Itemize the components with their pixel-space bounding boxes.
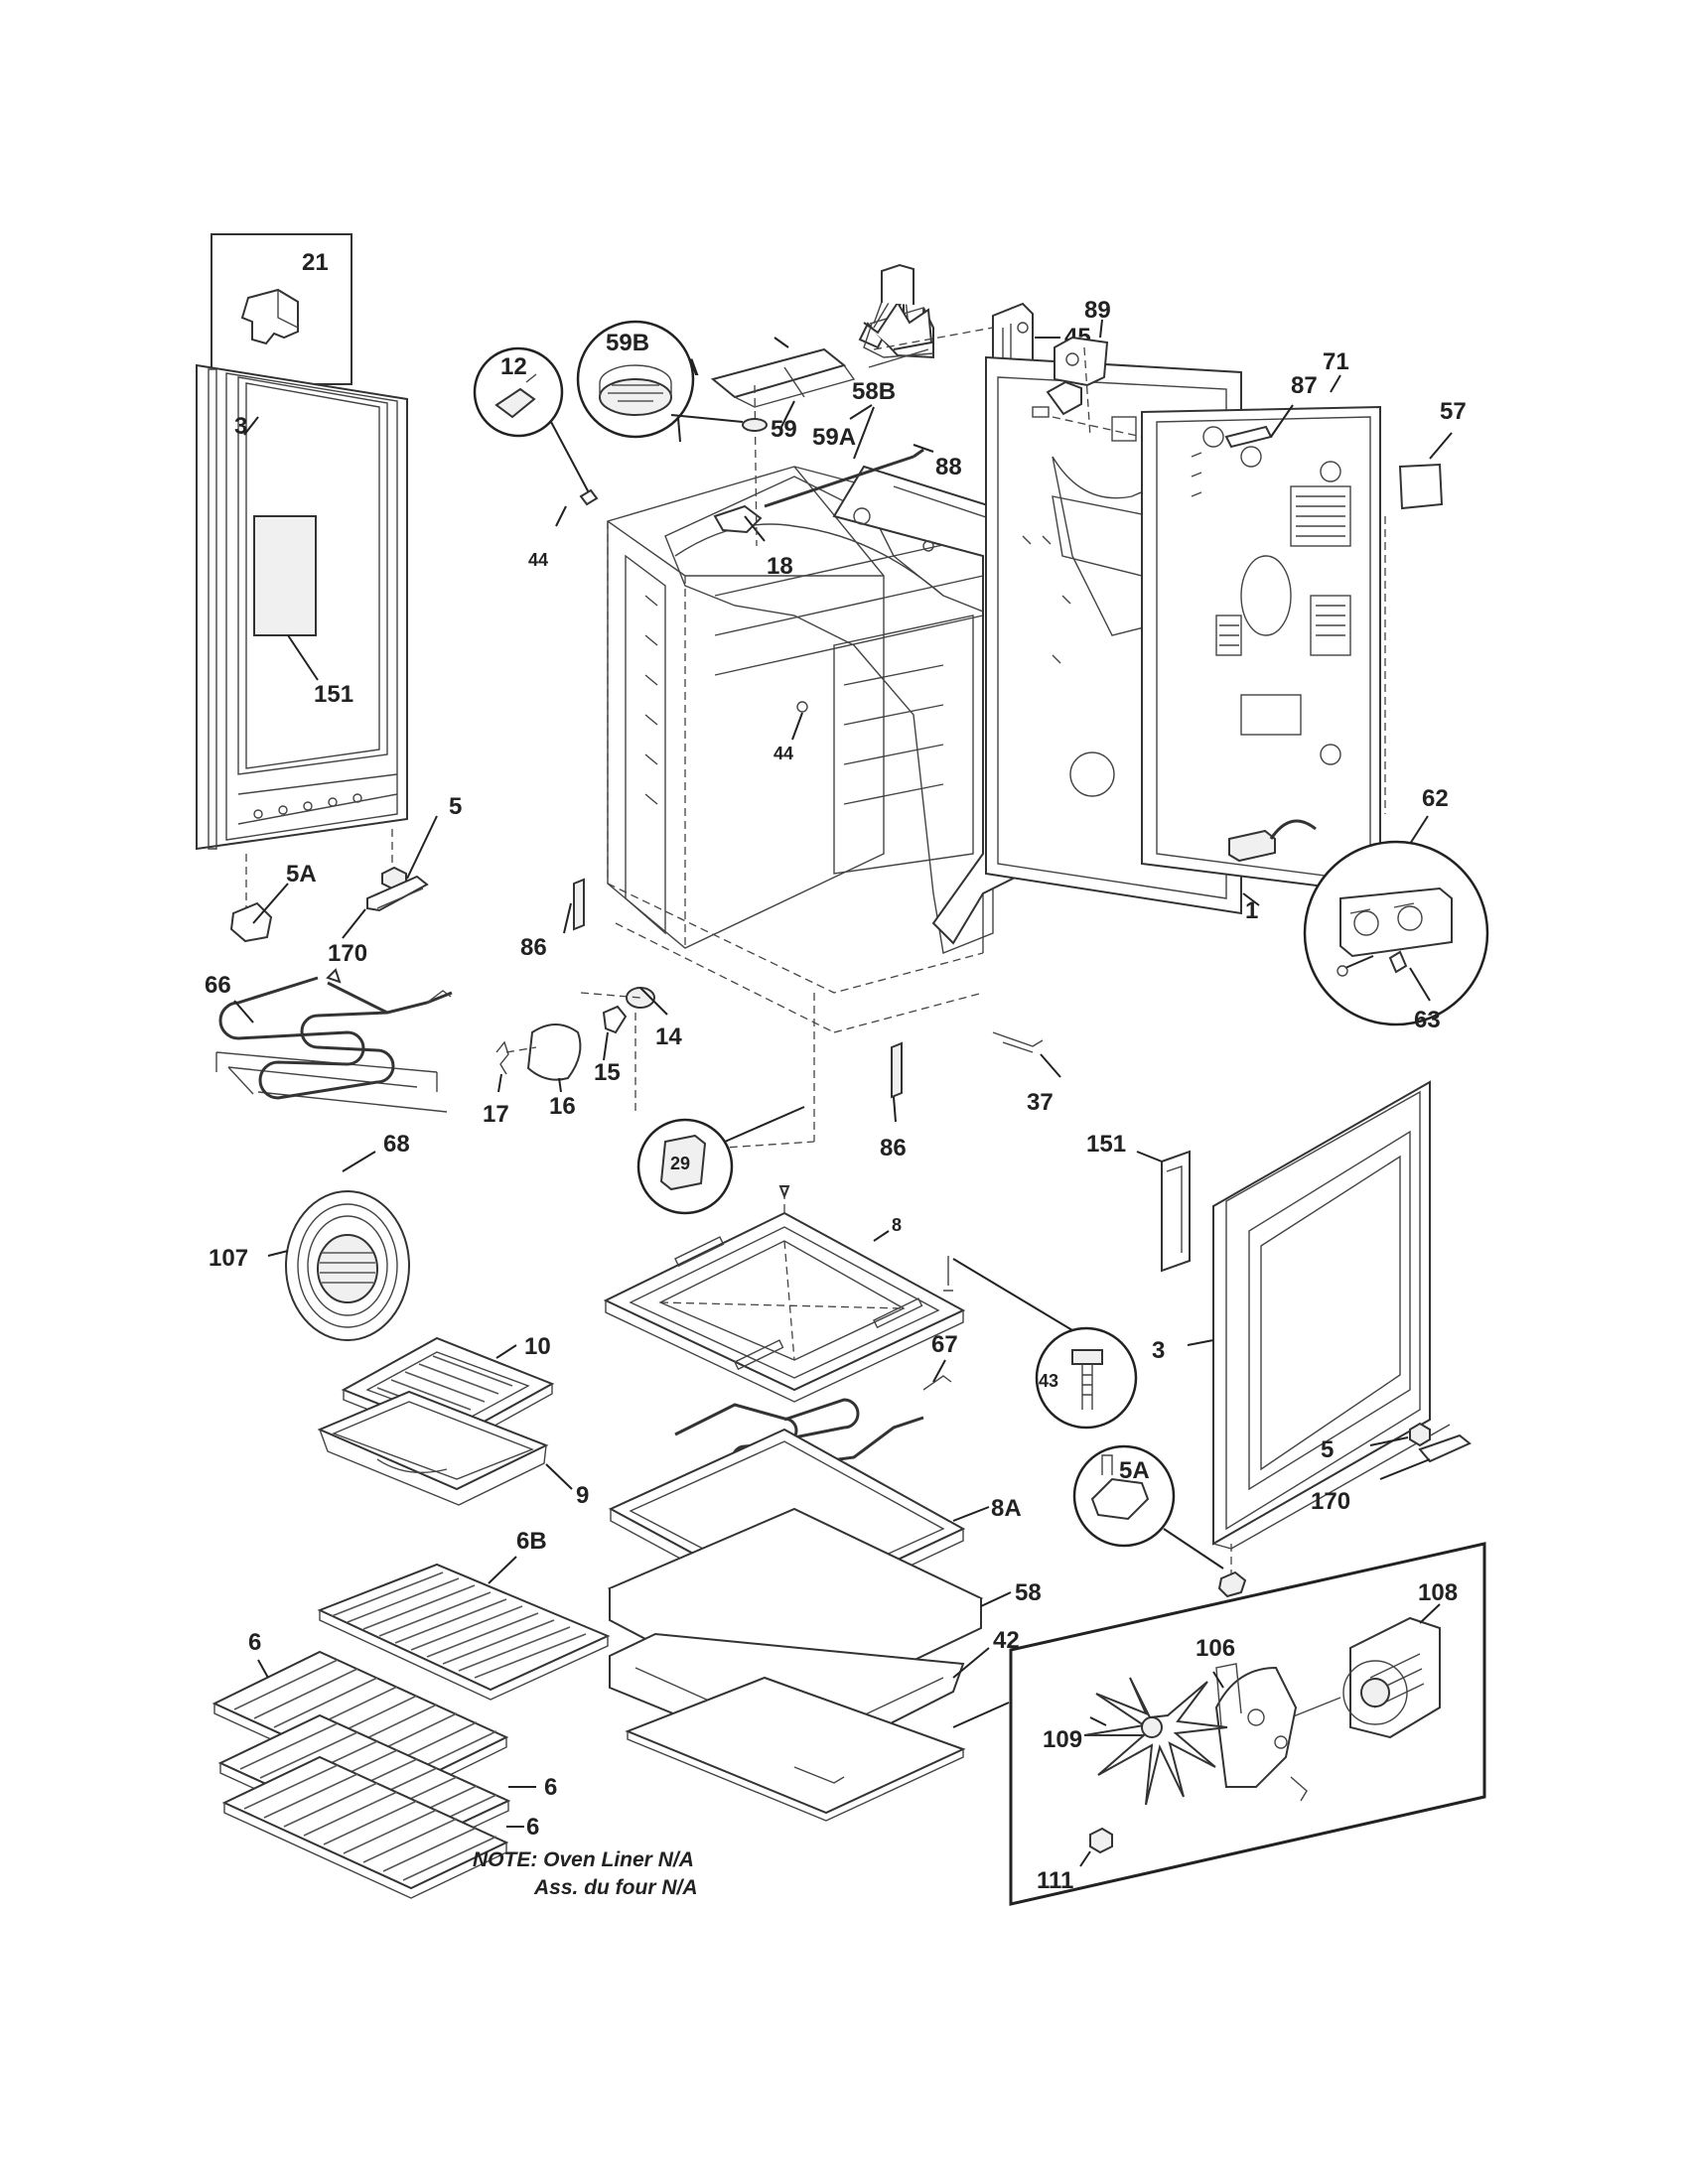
label-43: 43 [1039,1371,1058,1391]
rack-6B: 6B [317,1528,611,1701]
label-68: 68 [383,1131,410,1158]
label-63: 63 [1414,1007,1441,1033]
label-15: 15 [594,1059,621,1086]
label-6-mid: 6 [544,1774,557,1801]
note-line-2: Ass. du four N/A [533,1876,698,1899]
label-9: 9 [576,1482,589,1509]
right-hinge-parts: 5 170 5A [1072,1422,1472,1598]
label-3-left: 3 [234,413,247,440]
label-6-top: 6 [248,1629,261,1656]
label-8A: 8A [991,1495,1022,1522]
label-16: 16 [549,1093,576,1120]
label-6B: 6B [516,1528,547,1555]
label-17: 17 [483,1101,509,1128]
label-5A-right: 5A [1119,1457,1150,1484]
bracket-89: 89 [1054,297,1111,438]
oven-bottom-8: 8 43 [603,1185,1138,1430]
label-29: 29 [670,1154,690,1173]
callout-part-29: 29 86 37 [636,1031,1061,1215]
label-59A: 59A [812,424,856,451]
label-58: 58 [1015,1579,1042,1606]
label-10: 10 [524,1333,551,1360]
label-14: 14 [655,1024,682,1050]
label-1: 1 [1245,897,1258,924]
note-line-1: NOTE: Oven Liner N/A [473,1848,694,1871]
label-5-right: 5 [1321,1436,1334,1463]
right-oven-door: 151 3 [1086,1080,1451,1550]
label-67: 67 [931,1331,958,1358]
label-5-left: 5 [449,793,462,820]
left-hinge-parts: 5 5A 170 [229,793,462,967]
label-12: 12 [500,353,527,380]
label-170-left: 170 [328,940,367,967]
label-86-right: 86 [880,1135,907,1161]
rack-6-bottom: 6 [221,1755,539,1899]
label-44-right: 44 [774,744,793,763]
label-151-right: 151 [1086,1131,1126,1158]
label-108: 108 [1418,1579,1458,1606]
label-59: 59 [771,416,797,443]
label-87: 87 [1291,372,1318,399]
label-57: 57 [1440,398,1467,425]
label-5A-left: 5A [286,861,317,887]
label-86-left: 86 [520,934,547,961]
label-6-bottom: 6 [526,1814,539,1841]
convection-fan-inset: 108 106 109 111 [1009,1542,1486,1906]
left-oven-door: 3 151 [196,363,408,851]
terminal-block-62: 63 62 [1228,785,1489,1033]
label-66: 66 [205,972,231,999]
rear-cover-71: 71 87 57 [1141,348,1467,895]
inset-box-part-21: 21 [211,233,352,385]
label-151-left: 151 [314,681,353,708]
label-59B: 59B [606,330,649,356]
broil-element-66: 66 68 [205,968,453,1172]
label-107: 107 [209,1245,248,1272]
label-37: 37 [1027,1089,1054,1116]
label-62: 62 [1422,785,1449,812]
label-21: 21 [302,249,329,276]
broil-pan-assembly: 10 9 [317,1333,589,1509]
label-170-right: 170 [1311,1488,1350,1515]
rear-insulation-58B: 58B 88 [764,378,1024,945]
label-88: 88 [935,454,962,480]
label-8: 8 [892,1215,902,1235]
label-18: 18 [767,553,793,580]
label-106: 106 [1196,1635,1235,1662]
label-109: 109 [1043,1726,1082,1753]
fan-cover-107: 107 [209,1190,410,1341]
callout-part-12: 12 44 [473,346,599,570]
vent-duct-assembly: 59 59A 45 59B [576,263,1091,547]
label-89: 89 [1084,297,1111,324]
note-block: NOTE: Oven Liner N/A Ass. du four N/A [473,1848,698,1899]
label-111: 111 [1037,1867,1073,1894]
label-3-right: 3 [1152,1337,1165,1364]
label-58B: 58B [852,378,896,405]
label-71: 71 [1323,348,1349,375]
label-44-left: 44 [528,550,548,570]
oven-lamp-assembly: 14 15 16 17 86 [483,878,682,1128]
